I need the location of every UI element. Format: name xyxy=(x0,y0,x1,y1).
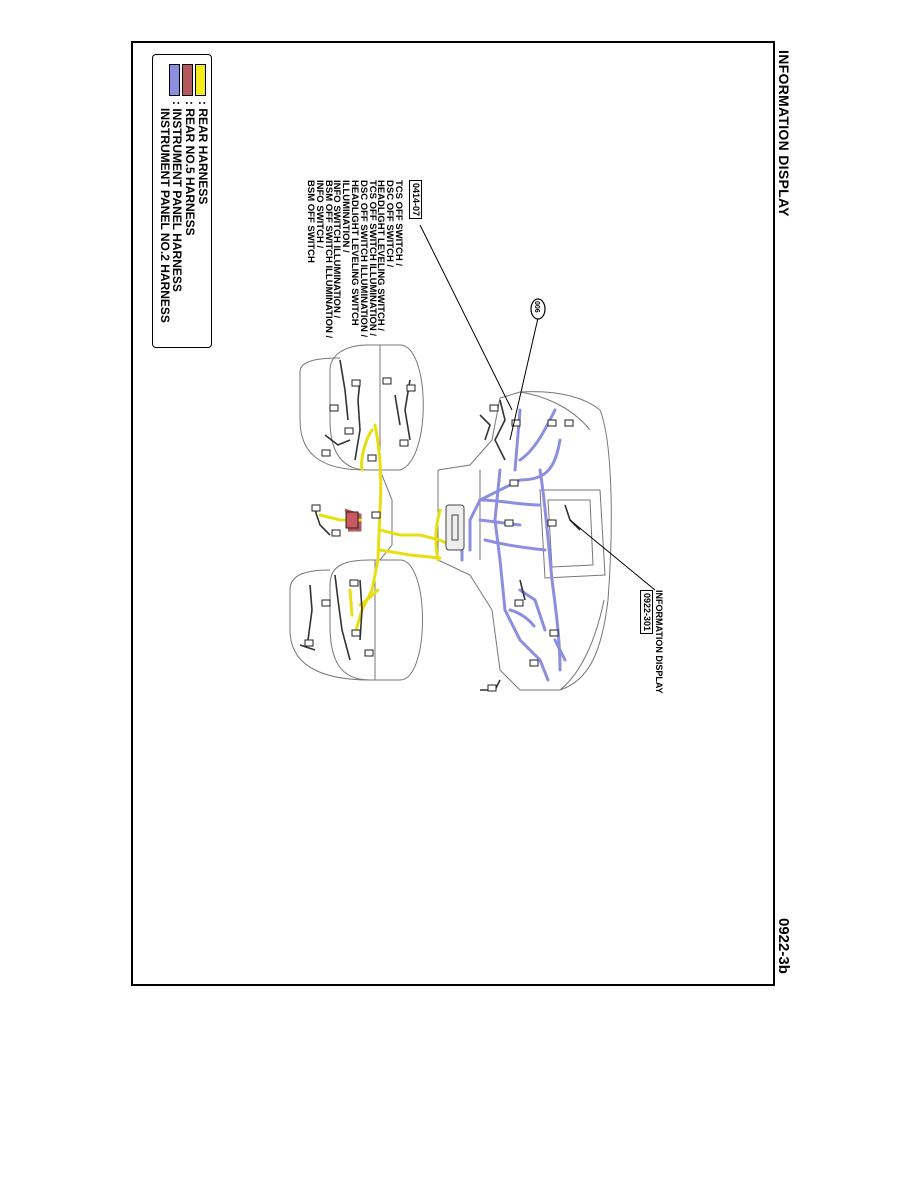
legend-swatch-rear-no5 xyxy=(182,64,193,96)
legend-swatch-instrument-panel xyxy=(169,64,180,96)
console-module xyxy=(445,504,465,551)
harness-legend xyxy=(152,54,212,348)
legend-swatch-rear xyxy=(195,64,206,96)
ground-marker-label: 006 xyxy=(533,301,540,313)
seat-wiring xyxy=(299,359,581,691)
instrument-panel-harness xyxy=(460,408,567,682)
ground-marker-006: 006 xyxy=(530,298,546,320)
rear-harness xyxy=(318,423,452,632)
rear-no5-block xyxy=(345,511,359,529)
dashboard-outline xyxy=(289,344,612,691)
page-frame xyxy=(131,41,775,986)
connectors xyxy=(304,377,574,692)
leader-lines xyxy=(419,224,656,591)
